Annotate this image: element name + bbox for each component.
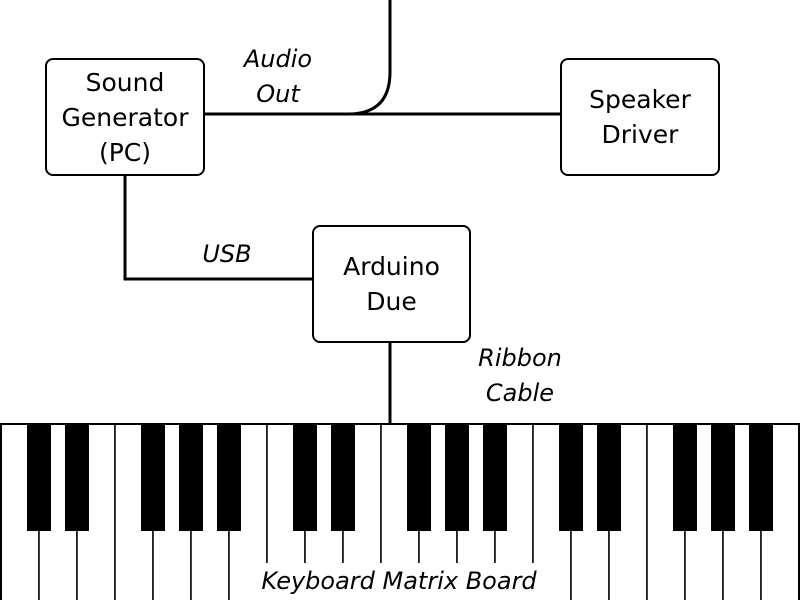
arduino-due-box: Arduino Due — [312, 225, 471, 343]
audio-out-label: Audio Out — [243, 45, 313, 108]
black-key — [445, 424, 469, 531]
ribbon-cable-label: Ribbon Cable — [478, 344, 562, 407]
sound-generator-label: Sound Generator (PC) — [61, 67, 189, 167]
keyboard-matrix-board-label: Keyboard Matrix Board — [248, 563, 550, 600]
speaker-driver-box: Speaker Driver — [560, 58, 720, 176]
black-key — [597, 424, 621, 531]
black-key — [293, 424, 317, 531]
black-key — [27, 424, 51, 531]
black-key — [217, 424, 241, 531]
black-key — [331, 424, 355, 531]
arduino-due-label: Arduino Due — [343, 252, 440, 316]
keyboard-frame — [0, 423, 800, 600]
black-key — [407, 424, 431, 531]
black-key — [65, 424, 89, 531]
sound-generator-box: Sound Generator (PC) — [45, 58, 205, 176]
black-key — [483, 424, 507, 531]
usb-line — [123, 176, 312, 281]
black-key — [749, 424, 773, 531]
black-key — [141, 424, 165, 531]
usb-label: USB — [202, 240, 252, 268]
black-key — [711, 424, 735, 531]
black-key — [673, 424, 697, 531]
audio-feed-line — [347, 0, 392, 116]
black-key — [179, 424, 203, 531]
speaker-driver-label: Speaker Driver — [589, 85, 691, 149]
black-key — [559, 424, 583, 531]
